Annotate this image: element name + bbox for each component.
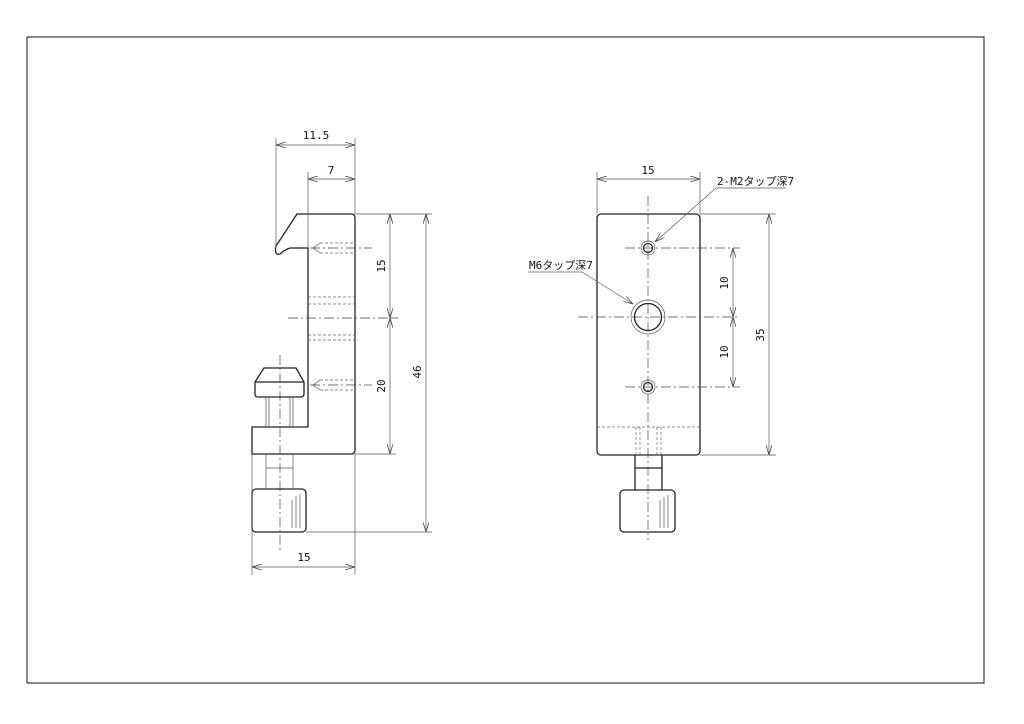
dim-height-label: 46 bbox=[411, 365, 424, 378]
drawing-frame bbox=[26, 36, 985, 684]
side-view: 11.5 7 15 15 20 46 bbox=[251, 129, 432, 575]
front-dim-height-label: 35 bbox=[754, 328, 767, 341]
small-tap-note: 2-M2タップ深7 bbox=[717, 175, 794, 188]
front-body-outline bbox=[596, 213, 701, 456]
front-view: 15 10 10 35 2-M2タップ深7 M6タップ深7 bbox=[528, 164, 794, 540]
dim-hook-label: 7 bbox=[328, 164, 335, 177]
dim-upper-pitch-label: 15 bbox=[375, 259, 388, 272]
front-dim-upper-label: 10 bbox=[718, 276, 731, 289]
dim-width-label: 15 bbox=[297, 551, 310, 564]
front-thumb-knob bbox=[619, 489, 676, 533]
center-tap-note: M6タップ深7 bbox=[529, 259, 593, 272]
dim-lower-pitch-label: 20 bbox=[375, 379, 388, 392]
bracket-body-outline bbox=[251, 213, 356, 455]
thumb-knob bbox=[251, 488, 307, 533]
front-dim-lower-label: 10 bbox=[718, 345, 731, 358]
dim-depth-label: 11.5 bbox=[303, 129, 330, 142]
front-dim-width-label: 15 bbox=[641, 164, 654, 177]
clamp-screw-head bbox=[254, 367, 305, 398]
